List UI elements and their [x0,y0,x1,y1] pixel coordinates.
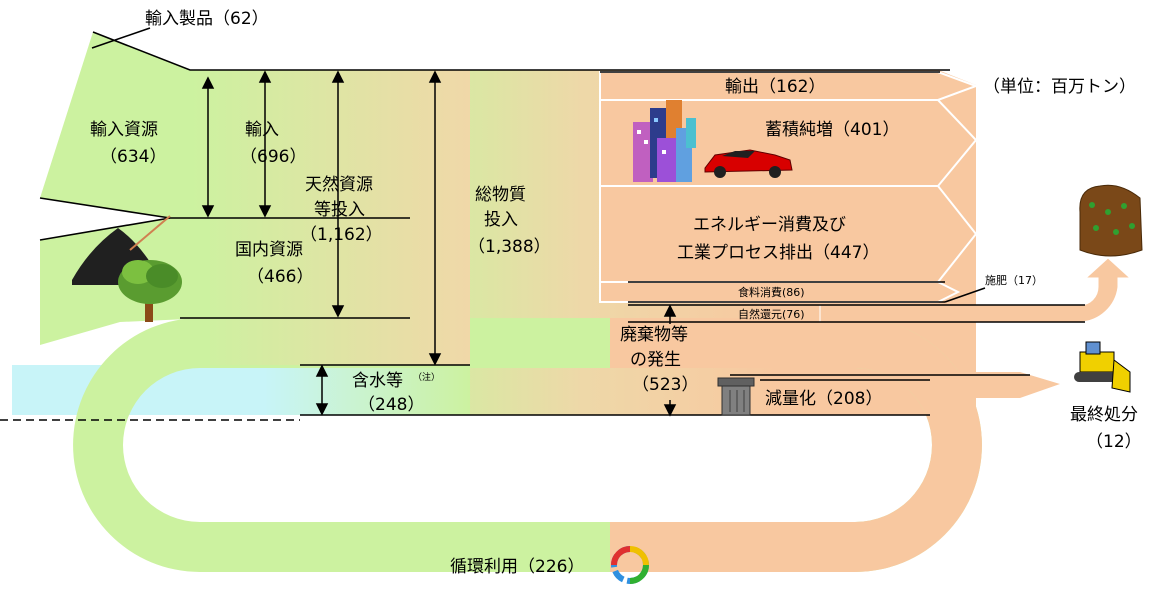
unit-note: （単位：百万トン） [983,77,1136,97]
label-fertilizer: 施肥（17） [985,274,1043,287]
arrow-head [201,205,215,218]
arrow-head [428,70,442,83]
buildings-icon [633,100,696,182]
label-imports-val: （696） [240,147,306,167]
label-waste-3: （523） [632,375,698,395]
guide-lines [0,27,1085,421]
label-import-resources-val: （634） [100,147,166,167]
label-total-1: 総物質 [475,185,526,205]
recycle-arrows-icon [611,546,649,584]
label-reduction: 減量化（208） [765,389,882,409]
import-top-line [92,31,950,71]
label-energy-1: エネルギー消費及び [693,215,846,235]
arrow-head [315,403,329,416]
label-final-2: （12） [1086,432,1142,452]
label-imported-products: 輸入製品（62） [145,9,269,29]
label-exports: 輸出（162） [725,77,825,97]
arrow-head [663,404,677,417]
farmland-icon [1079,184,1143,257]
label-recycle: 循環利用（226） [450,557,584,577]
arrow-head [201,76,215,89]
final-disposal-arrow [930,372,1060,398]
natural-return-arrow [819,257,1132,323]
label-import-resources: 輸入資源 [90,120,158,140]
label-accumulation: 蓄積純増（401） [765,120,899,140]
label-food: 食料消費(86) [738,285,805,299]
dimension-arrows [201,70,677,417]
label-domestic: 国内資源 [235,240,303,260]
arrow-head [258,70,272,83]
arrow-head [663,304,677,317]
domestic-top-line [39,217,171,241]
label-natural-1: 天然資源 [305,175,373,195]
label-waste-1: 廃棄物等 [620,325,688,345]
label-water-note: （注） [413,371,440,383]
fertilizer-line [944,287,986,303]
arrow-head [258,205,272,218]
bulldozer-icon [1074,341,1131,393]
recycle-loop-right [610,318,982,572]
arrow-head [331,70,345,83]
label-total-2: 投入 [484,210,518,230]
trash-can-icon [717,377,755,416]
flow-shapes [12,32,1132,572]
label-natural-2: 等投入 [314,200,365,220]
label-domestic-val: （466） [247,267,313,287]
label-natural-3: （1,162） [300,225,383,245]
sports-car-icon [704,149,793,178]
label-natural-return: 自然還元(76) [738,307,805,321]
arrow-head [428,353,442,366]
label-water-val: （248） [358,395,424,415]
label-imports: 輸入 [245,120,279,140]
label-total-3: （1,388） [468,237,551,257]
import-resources-band [40,32,190,218]
label-energy-2: 工業プロセス排出（447） [677,243,879,263]
arrow-head [315,364,329,377]
main-divider-top [190,68,950,70]
diagram-labels: （単位：百万トン） 輸入製品（62） 輸入資源 （634） 輸入 （696） 国… [90,9,1142,577]
label-final-1: 最終処分 [1070,405,1138,425]
label-waste-2: の発生 [630,350,681,370]
tree-icon [118,260,182,322]
arrow-head [331,305,345,318]
imported-products-line [91,27,151,49]
label-water: 含水等 [352,371,403,391]
energy-chevron [599,185,978,283]
